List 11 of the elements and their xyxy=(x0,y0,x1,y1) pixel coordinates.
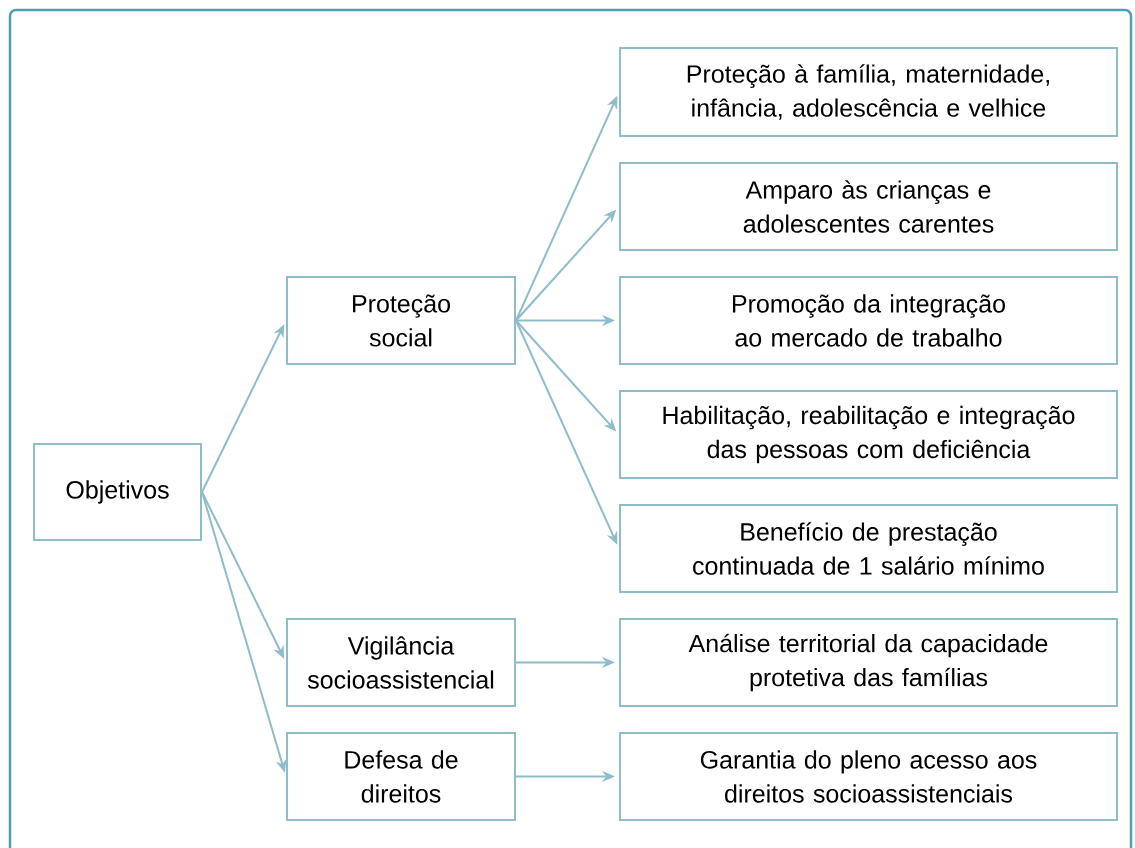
text-box: Benefício de prestação continuada de 1 salário mínimo xyxy=(619,504,1118,593)
text-box: Defesa de direitos xyxy=(286,732,516,821)
text-box: Objetivos xyxy=(33,443,202,541)
text-box: Proteção social xyxy=(286,276,516,365)
text-box: Habilitação, reabilitação e integração das pessoas com deficiência xyxy=(619,390,1118,479)
text-box: Garantia do pleno acesso aos direitos socioassistenciais xyxy=(619,732,1118,821)
text-box: Vigilância socioassistencial xyxy=(286,618,516,707)
text-box: Proteção à família, maternidade, infância, adolescência e velhice xyxy=(619,47,1118,137)
text-box: Promoção da integração ao mercado de trabalho xyxy=(619,276,1118,365)
text-box: Amparo às crianças e adolescentes carentes xyxy=(619,162,1118,251)
text-box: Análise territorial da capacidade protetiva das famílias xyxy=(619,618,1118,707)
